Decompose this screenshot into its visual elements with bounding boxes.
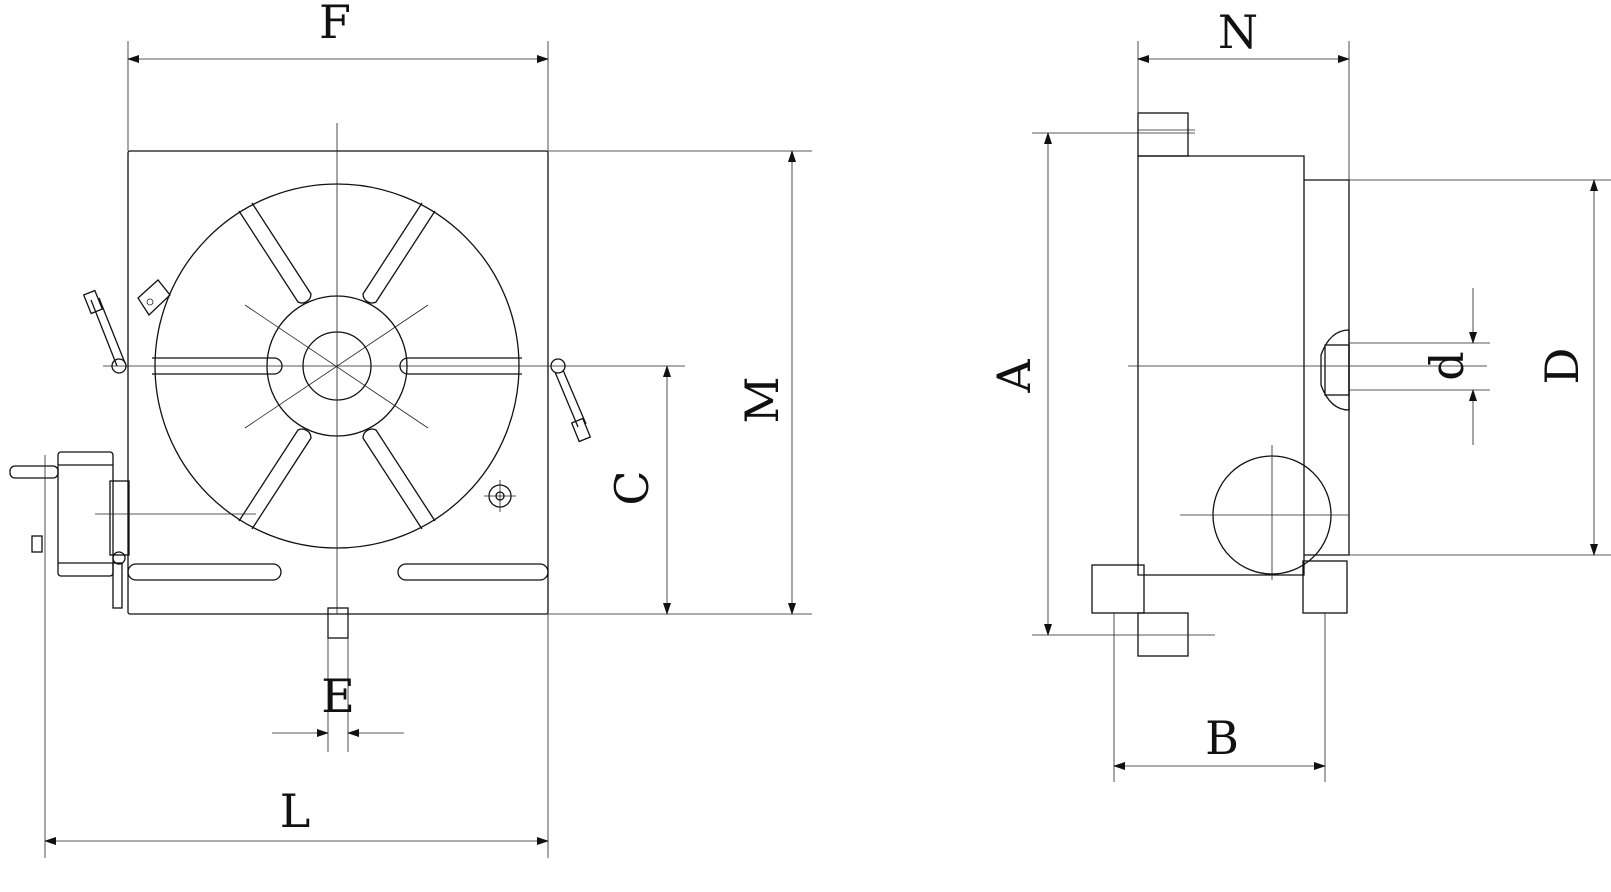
side-view: N A B d D: [987, 5, 1611, 782]
bottom-clamp-right: [1302, 560, 1348, 614]
label-B: B: [1205, 711, 1239, 765]
side-main-body: [1137, 155, 1350, 576]
dimension-N: N: [1137, 5, 1350, 180]
label-M: M: [735, 376, 789, 423]
base-slot-right: [397, 563, 549, 581]
label-A: A: [987, 359, 1041, 394]
clamp-lever-right: [550, 358, 592, 443]
label-d: d: [1420, 351, 1474, 380]
clamp-lever-left: [82, 289, 127, 374]
dimension-C: C: [548, 365, 685, 615]
dimension-M: M: [548, 150, 812, 615]
lock-screw-symbol: [484, 480, 516, 512]
front-base-plate: [127, 150, 549, 615]
dimension-A: A: [987, 132, 1195, 636]
dimension-L: L: [44, 455, 549, 858]
bottom-clamp-left: [1091, 564, 1145, 614]
dimension-F: F: [127, 0, 549, 151]
dimension-D: D: [1349, 179, 1611, 556]
handwheel: [9, 451, 256, 609]
label-F: F: [319, 0, 351, 49]
label-C: C: [605, 470, 659, 505]
label-L: L: [280, 784, 311, 838]
nameplate: [137, 279, 171, 317]
base-slot-left: [127, 563, 282, 581]
dimension-B: B: [1113, 613, 1326, 782]
front-view: F L E C M: [9, 0, 812, 858]
bottom-foot: [1137, 612, 1189, 657]
top-clamp: [1137, 112, 1189, 157]
dimension-E: E: [272, 614, 404, 752]
label-E: E: [321, 669, 355, 723]
label-D: D: [1535, 348, 1589, 385]
dimension-d: d: [1349, 288, 1490, 445]
locating-key: [327, 607, 349, 639]
label-N: N: [1218, 5, 1258, 59]
